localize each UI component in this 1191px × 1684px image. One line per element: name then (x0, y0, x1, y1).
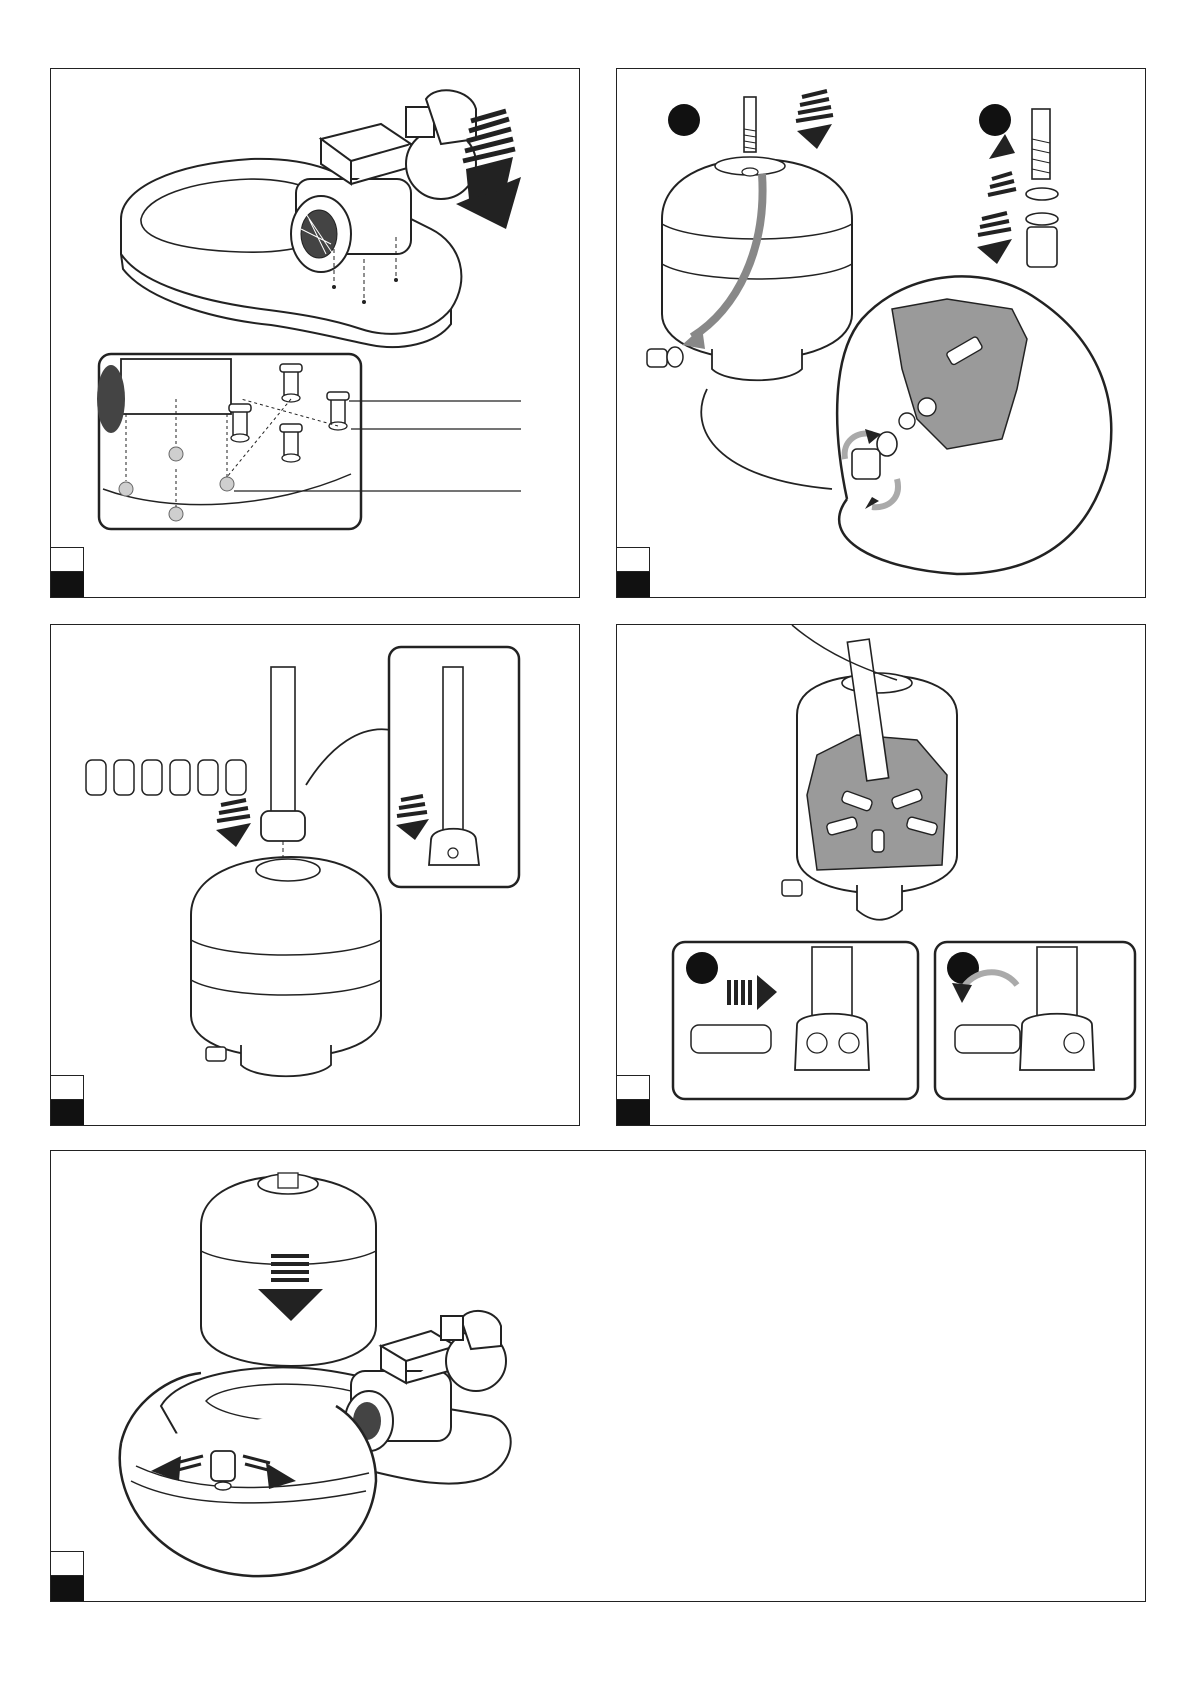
step-label-box (617, 547, 650, 572)
down-arrow-icon (216, 800, 251, 847)
panel-3 (50, 624, 580, 1126)
down-arrow-icon (796, 91, 833, 149)
panel-4 (616, 624, 1146, 1126)
step-label-box (51, 547, 84, 572)
panel-2 (616, 68, 1146, 598)
step-number-box (617, 572, 650, 597)
step-number-box (617, 1100, 650, 1125)
step-marker-icon (668, 104, 700, 136)
step-marker-icon (686, 952, 718, 984)
tank-assembly-illustration (51, 1151, 1147, 1603)
down-arrow-icon (977, 213, 1012, 264)
step-number-box (51, 1576, 84, 1601)
tank-fitting-illustration (617, 69, 1147, 599)
step-label-box (617, 1075, 650, 1100)
step-label-box (51, 1075, 84, 1100)
pump-base-illustration (51, 69, 581, 599)
step-number-box (51, 572, 84, 597)
collector-pipe-illustration (51, 625, 581, 1127)
up-arrow-icon (988, 134, 1016, 195)
panel-5 (50, 1150, 1146, 1602)
laterals-illustration (617, 625, 1147, 1127)
panel-1 (50, 68, 580, 598)
step-label-box (51, 1551, 84, 1576)
step-marker-icon (979, 104, 1011, 136)
step-number-box (51, 1100, 84, 1125)
